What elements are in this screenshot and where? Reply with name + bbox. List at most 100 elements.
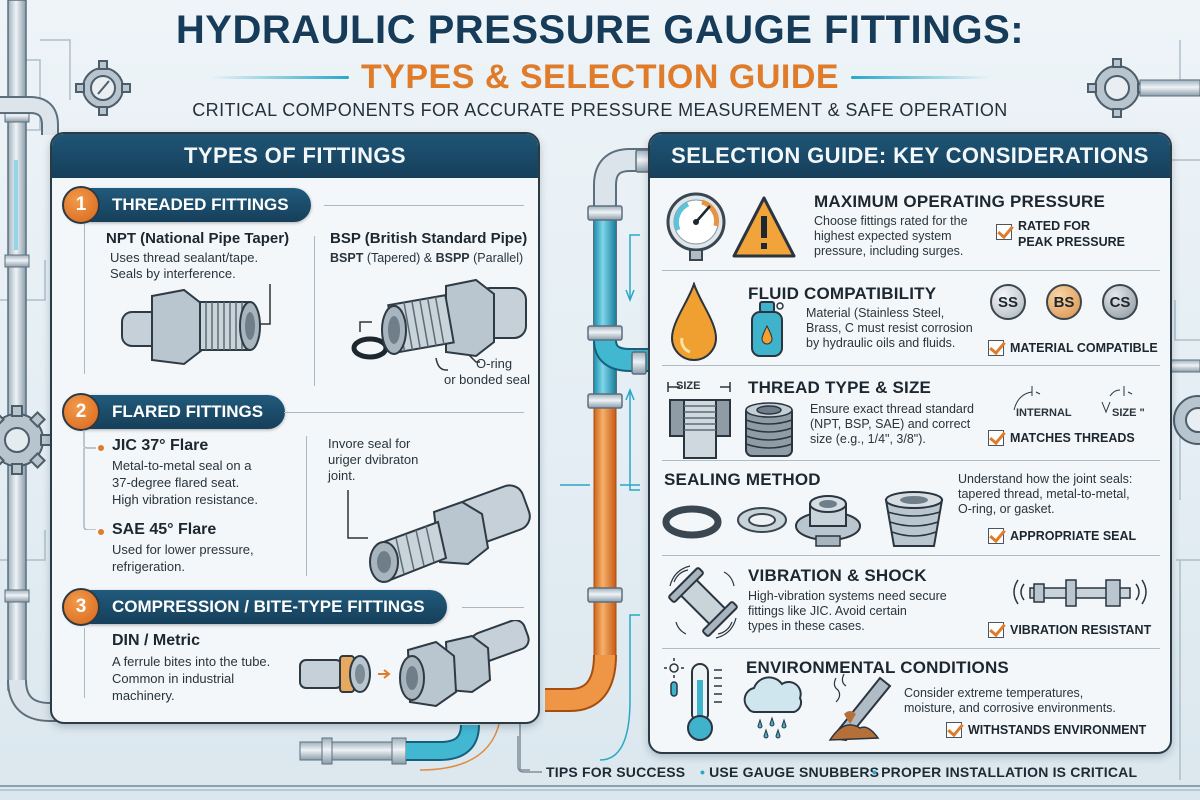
- flare-callout-1: Invore seal for: [328, 436, 411, 451]
- section-header-compression: 3 COMPRESSION / BITE-TYPE FITTINGS: [62, 588, 447, 626]
- row-title-max-pressure: MAXIMUM OPERATING PRESSURE: [814, 192, 1106, 211]
- check-rated-peak-pressure: RATED FOR PEAK PRESSURE: [996, 218, 1125, 250]
- thermometer-icon: [664, 658, 722, 741]
- rain-cloud-icon: [743, 676, 803, 739]
- row-desc-environment-2: moisture, and corrosive environments.: [904, 701, 1116, 715]
- sae-desc-1: Used for lower pressure,: [112, 542, 254, 557]
- compression-fitting-icon: [299, 620, 530, 708]
- main-title: HYDRAULIC PRESSURE GAUGE FITTINGS:: [175, 8, 1025, 52]
- check-label: VIBRATION RESISTANT: [1010, 623, 1152, 637]
- row-desc-max-pressure-3: pressure, including surges.: [814, 244, 964, 258]
- bspp-label: BSPP: [435, 251, 470, 265]
- row-desc-fluid-2: Brass, C must resist corrosion: [806, 321, 973, 335]
- row-desc-thread-1: Ensure exact thread standard: [810, 402, 974, 416]
- checkbox-checked-icon: [988, 340, 1004, 356]
- bullet-dot: [98, 445, 104, 451]
- section-title: THREADED FITTINGS: [112, 195, 289, 214]
- row-title-thread-type: THREAD TYPE & SIZE: [748, 378, 932, 397]
- check-material-compatible: MATERIAL COMPATIBLE: [988, 340, 1158, 356]
- row-divider: [662, 270, 1160, 271]
- checkbox-checked-icon: [988, 528, 1004, 544]
- section-guide-line: [84, 628, 85, 698]
- fluid-canister-icon: [751, 301, 784, 357]
- bullet-icon: •: [872, 764, 878, 780]
- row-divider: [662, 365, 1160, 366]
- section-number-badge: 2: [62, 393, 100, 431]
- tapered-thread-icon: [884, 491, 944, 547]
- row-desc-vibration-2: fittings like JIC. Avoid certain: [748, 604, 907, 618]
- bspt-desc: (Tapered) &: [363, 251, 436, 265]
- row-title-vibration: VIBRATION & SHOCK: [748, 566, 927, 585]
- check-label-line-2: PEAK PRESSURE: [1018, 235, 1125, 249]
- panel-title: SELECTION GUIDE: KEY CONSIDERATIONS: [650, 134, 1170, 178]
- bsp-fitting-icon: [351, 278, 527, 371]
- vibrating-shaft-icon: [1013, 579, 1147, 607]
- tips-connector-line: [517, 736, 542, 773]
- o-ring-icon: [662, 505, 722, 539]
- check-appropriate-seal: APPROPRIATE SEAL: [988, 528, 1136, 544]
- row-desc-vibration-1: High-vibration systems need secure: [748, 589, 947, 603]
- bonded-seal-icon: [795, 495, 861, 547]
- din-desc-1: A ferrule bites into the tube.: [112, 654, 271, 669]
- corrosion-icon: [828, 673, 892, 742]
- bsp-callout-1: O-ring: [476, 356, 513, 371]
- check-label: APPROPRIATE SEAL: [1010, 529, 1137, 543]
- panel-title: TYPES OF FITTINGS: [52, 134, 538, 178]
- environment-icons: [664, 658, 892, 742]
- washer-icon: [737, 507, 787, 533]
- row-divider: [662, 648, 1160, 649]
- row-divider: [662, 555, 1160, 556]
- jic-label: JIC 37° Flare: [112, 437, 209, 454]
- section-divider: [324, 205, 524, 206]
- row-divider: [662, 460, 1160, 461]
- check-label: WITHSTANDS ENVIRONMENT: [968, 723, 1147, 737]
- row-desc-thread-2: (NPT, BSP, SAE) and correct: [810, 417, 971, 431]
- row-desc-max-pressure-2: highest expected system: [814, 229, 952, 243]
- checkbox-checked-icon: [946, 722, 962, 738]
- row-desc-max-pressure-1: Choose fittings rated for the: [814, 214, 968, 228]
- row-desc-environment-1: Consider extreme temperatures,: [904, 686, 1084, 700]
- bullet-dot: [98, 529, 104, 535]
- vibrating-fitting-icon: [668, 565, 738, 639]
- check-label: RATED FOR PEAK PRESSURE: [1018, 218, 1125, 250]
- section-title: COMPRESSION / BITE-TYPE FITTINGS: [112, 597, 425, 616]
- flare-callout-2: uriger dvibraton: [328, 452, 419, 467]
- tips-label: TIPS FOR SUCCESS: [546, 764, 686, 780]
- bspt-label: BSPT: [330, 251, 364, 265]
- jic-desc-3: High vibration resistance.: [112, 492, 258, 507]
- bullet-icon: •: [700, 764, 706, 780]
- tagline: CRITICAL COMPONENTS FOR ACCURATE PRESSUR…: [192, 100, 1008, 120]
- sae-label: SAE 45° Flare: [112, 521, 217, 538]
- row-desc-fluid-1: Material (Stainless Steel,: [806, 306, 945, 320]
- infographic-header: HYDRAULIC PRESSURE GAUGE FITTINGS: TYPES…: [0, 0, 1200, 130]
- check-label: MATERIAL COMPATIBLE: [1010, 341, 1158, 355]
- thread-coil-icon: [745, 402, 793, 457]
- npt-desc-1: Uses thread sealant/tape.: [110, 250, 259, 265]
- din-label: DIN / Metric: [112, 632, 201, 649]
- check-label: MATCHES THREADS: [1010, 431, 1135, 445]
- tip-item-installation: •PROPER INSTALLATION IS CRITICAL: [872, 764, 1137, 780]
- row-desc-sealing-1: Understand how the joint seals:: [958, 472, 1133, 486]
- checkbox-checked-icon: [988, 622, 1004, 638]
- din-desc-3: machinery.: [112, 688, 175, 703]
- bspp-desc: (Parallel): [469, 251, 524, 265]
- row-desc-fluid-3: by hydraulic oils and fluids.: [806, 336, 956, 350]
- npt-desc-2: Seals by interference.: [110, 266, 236, 281]
- bsp-sublabel: BSPT (Tapered) & BSPP (Parallel): [330, 250, 523, 266]
- material-badge-brass: BS: [1046, 284, 1082, 320]
- subtitle-row: TYPES & SELECTION GUIDE: [0, 58, 1200, 97]
- decorative-rule-left: [208, 76, 349, 79]
- row-title-sealing-method: SEALING METHOD: [664, 470, 821, 489]
- section-header-threaded: 1 THREADED FITTINGS: [62, 186, 311, 224]
- right-gear-icon: [1173, 395, 1200, 445]
- checkbox-checked-icon: [988, 430, 1004, 446]
- check-matches-threads: MATCHES THREADS: [988, 430, 1135, 446]
- tip-text: PROPER INSTALLATION IS CRITICAL: [881, 764, 1138, 780]
- seal-types-icons: [662, 491, 944, 547]
- size-annotation: SIZE ": [1112, 407, 1145, 419]
- npt-fitting-icon: [121, 284, 271, 366]
- bsp-label: BSP (British Standard Pipe): [330, 230, 528, 247]
- section-divider: [284, 412, 524, 413]
- material-badge-carbon-steel: CS: [1102, 284, 1138, 320]
- section-header-flared: 2 FLARED FITTINGS: [62, 393, 286, 431]
